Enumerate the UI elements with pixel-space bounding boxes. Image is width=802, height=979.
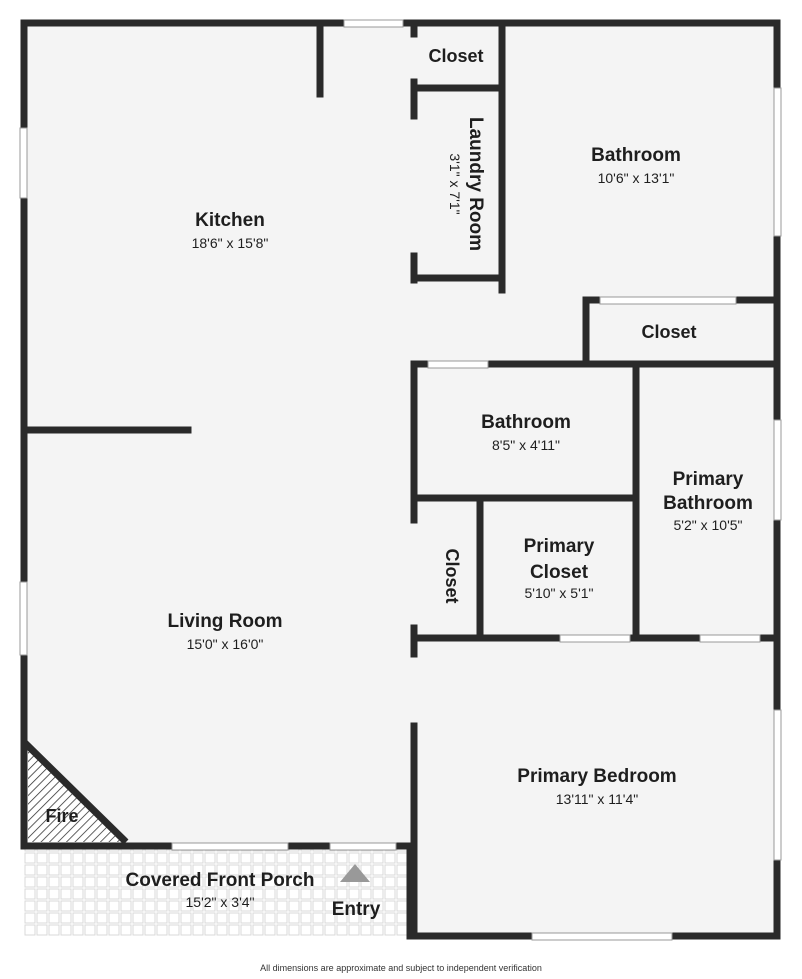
- disclaimer-text: All dimensions are approximate and subje…: [260, 963, 542, 973]
- bathroom-mid-dims: 8'5" x 4'11": [492, 437, 560, 453]
- kitchen-name: Kitchen: [195, 210, 265, 231]
- entry-label: Entry: [332, 899, 381, 920]
- porch-dims: 15'2" x 3'4": [186, 894, 255, 910]
- closet-small-name: Closet: [442, 548, 462, 603]
- fireplace-label: Fire: [45, 806, 78, 826]
- closet-mid-name: Closet: [641, 322, 696, 342]
- porch-name: Covered Front Porch: [126, 870, 315, 891]
- closet-top-name: Closet: [428, 46, 483, 66]
- floor-main: [24, 24, 776, 936]
- laundry-name: Laundry Room: [465, 117, 486, 251]
- primary-bath-name-2: Bathroom: [663, 493, 753, 514]
- primary-bedroom-name: Primary Bedroom: [517, 766, 676, 787]
- windows: [19, 19, 782, 941]
- entry-arrow-icon: [340, 864, 370, 882]
- living-name: Living Room: [167, 611, 282, 632]
- kitchen-dims: 18'6" x 15'8": [192, 235, 269, 251]
- bathroom-top-name: Bathroom: [591, 145, 681, 166]
- bathroom-top-dims: 10'6" x 13'1": [598, 170, 675, 186]
- primary-closet-name-2: Closet: [530, 562, 589, 583]
- living-dims: 15'0" x 16'0": [187, 636, 264, 652]
- fireplace-edge: [21, 739, 129, 845]
- primary-bath-dims: 5'2" x 10'5": [674, 517, 743, 533]
- laundry-dims: 3'1" x 7'1": [447, 153, 463, 214]
- bathroom-mid-name: Bathroom: [481, 412, 571, 433]
- primary-closet-name-1: Primary: [524, 536, 595, 557]
- porch-floor: [24, 846, 412, 936]
- outside-gap-top: [0, 0, 802, 20]
- primary-closet-dims: 5'10" x 5'1": [525, 585, 594, 601]
- primary-bath-name-1: Primary: [673, 469, 744, 490]
- walls: [20, 19, 781, 940]
- primary-bedroom-dims: 13'11" x 11'4": [556, 791, 639, 807]
